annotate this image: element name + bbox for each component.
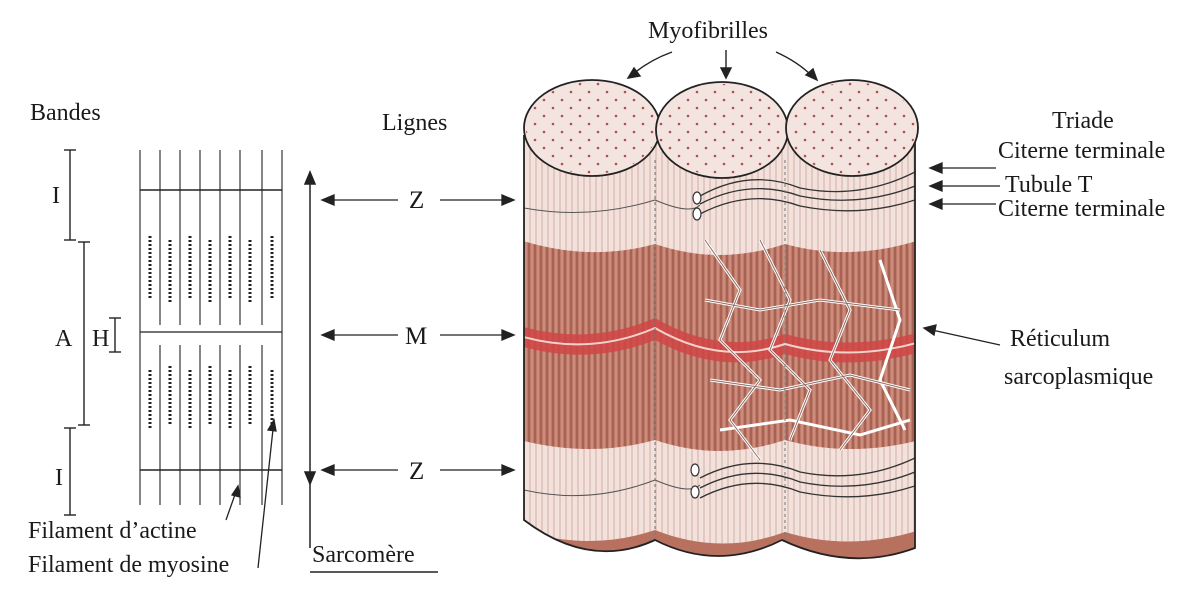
triad-heading: Triade xyxy=(1052,108,1114,134)
band-a-label: A xyxy=(55,326,73,352)
sarcomere-bracket xyxy=(305,172,438,572)
terminal-cistern-2-label: Citerne terminale xyxy=(998,196,1165,222)
actin-label: Filament d’actine xyxy=(28,518,197,544)
t-tubule-label: Tubule T xyxy=(1005,172,1093,198)
actin-filaments xyxy=(140,150,282,505)
sarcomere-schematic xyxy=(140,150,282,505)
myofibrils-label: Myofibrilles xyxy=(648,18,768,44)
sarcomere-label: Sarcomère xyxy=(312,542,415,568)
myofibril-bundle xyxy=(520,130,920,580)
reticulum-pointer xyxy=(924,325,1000,345)
myofibril-pointers xyxy=(628,50,817,80)
terminal-cistern-1-label: Citerne terminale xyxy=(998,138,1165,164)
band-i-bottom-label: I xyxy=(55,465,63,491)
reticulum-label-line1: Réticulum xyxy=(1010,326,1110,352)
band-i-top-label: I xyxy=(52,183,60,209)
lines-heading: Lignes xyxy=(382,110,447,136)
myosin-label: Filament de myosine xyxy=(28,552,229,578)
band-h-label: H xyxy=(92,326,109,352)
bands-heading: Bandes xyxy=(30,100,101,126)
line-z-bottom-label: Z xyxy=(409,458,424,485)
line-m-label: M xyxy=(405,323,427,350)
filament-pointers xyxy=(226,420,276,568)
myofibril-cross-sections xyxy=(524,80,918,178)
reticulum-label-line2: sarcoplasmique xyxy=(1004,364,1153,390)
myosin-filaments xyxy=(150,236,272,430)
line-z-top-label: Z xyxy=(409,187,424,214)
triad-pointers xyxy=(930,163,1000,209)
